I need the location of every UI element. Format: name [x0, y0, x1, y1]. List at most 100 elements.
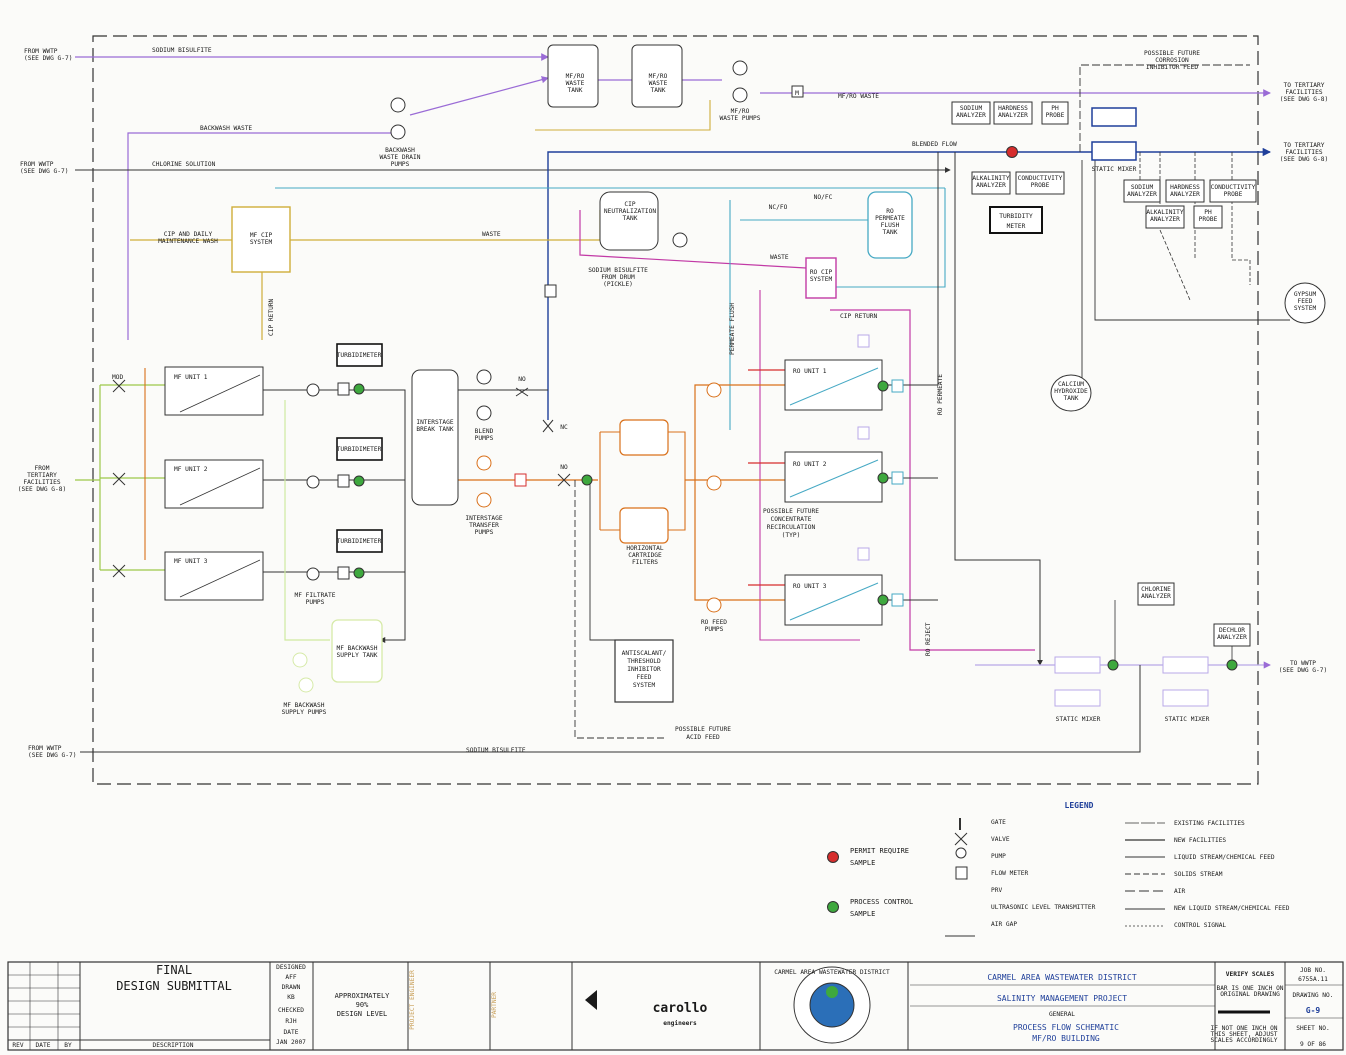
mf-ro-waste-tank-2 — [631, 44, 683, 108]
equipment-cip_neutralization_tank-line: TANK — [623, 215, 638, 222]
turbidimeter-label-2: TURBIDIMETER — [337, 446, 382, 453]
equipment-cip_daily_wash-line: MAINTENANCE WASH — [158, 238, 218, 245]
external-from_tertiary-line: (SEE DWG G-8) — [18, 486, 66, 493]
equipment-mf_unit_1: MF UNIT 1 — [174, 374, 208, 381]
equipment-gypsum_feed-line: GYPSUM — [1294, 291, 1317, 298]
legend-title: LEGEND — [1065, 801, 1094, 810]
external-to_tertiary_2-line: TO TERTIARY — [1284, 142, 1325, 149]
hardness-analyzer-2-line: HARDNESS — [1170, 184, 1200, 191]
dechlor-analyzer-box — [1213, 623, 1251, 647]
ro-cip-system-box — [805, 257, 837, 299]
legend-process_sample-line: SAMPLE — [850, 910, 875, 918]
equipment-static_mixer_2: STATIC MIXER — [1165, 716, 1210, 723]
external-from_wwtp_3-line: FROM WWTP — [28, 745, 62, 752]
blended-flow-line — [547, 147, 1272, 420]
backwash-pump-icon — [298, 677, 314, 693]
equipment-backwash_waste_drain_pumps-line: BACKWASH — [385, 147, 415, 154]
sodium-analyzer-2-line: SODIUM — [1131, 184, 1154, 191]
title_block-checked_label: CHECKED — [278, 1007, 304, 1014]
title_block-scale_note2-line: THIS SHEET, ADJUST — [1210, 1031, 1277, 1038]
equipment-interstage_transfer_pumps-line: PUMPS — [475, 529, 494, 536]
sodium-analyzer-2-line: ANALYZER — [1127, 191, 1157, 198]
backwash-pump-icon — [292, 652, 308, 668]
title_block-checked_val: RJH — [285, 1018, 296, 1025]
equipment-valve_nc: NC — [560, 424, 568, 431]
title_block-job_no_label: JOB NO. — [1300, 967, 1326, 974]
equipment-ro_permeate_flush_tank-line: TANK — [883, 229, 898, 236]
flow-meter-label: M — [795, 90, 799, 97]
equipment-valve_no_fc: NO/FC — [814, 194, 833, 201]
streams-waste_ro: WASTE — [770, 254, 789, 261]
streams-possible_future_acid-line: ACID FEED — [686, 734, 720, 741]
equipment-interstage_break_tank-line: BREAK TANK — [416, 426, 454, 433]
streams-possible_future_acid-line: POSSIBLE FUTURE — [675, 726, 731, 733]
streams-backwash_waste: BACKWASH WASTE — [200, 125, 252, 132]
title_block-scale_note2-line: SCALES ACCORDINGLY — [1210, 1037, 1277, 1044]
valve-no-label-2: NO — [560, 464, 568, 471]
ro-unit-3-box — [784, 574, 883, 626]
equipment-gypsum_feed-line: FEED — [1298, 298, 1313, 305]
streams-possible_future_concentrate-line: CONCENTRATE — [771, 516, 812, 523]
legend-symbol-label: VALVE — [991, 836, 1010, 843]
title_block-design_level-line: DESIGN LEVEL — [337, 1010, 388, 1018]
legend — [827, 818, 1165, 937]
conductivity-probe-box — [1015, 171, 1065, 195]
title_block-sheet_title-line: PROCESS FLOW SCHEMATIC — [1013, 1023, 1119, 1032]
ro-permeate-flush-tank — [867, 191, 913, 259]
streams-possible_future_corrosion-line: CORROSION — [1155, 57, 1189, 64]
legend-symbol-label: AIR GAP — [991, 921, 1017, 928]
ph-probe-box-2 — [1193, 205, 1223, 229]
external-from_wwtp_3-line: (SEE DWG G-7) — [28, 752, 76, 759]
mf-filtrate-branches — [263, 479, 405, 573]
streams-sodium_bisulfite_top: SODIUM BISULFITE — [152, 47, 212, 54]
equipment-hardness_analyzer-line: ANALYZER — [998, 112, 1028, 119]
hardness-analyzer-2-line: ANALYZER — [1170, 191, 1200, 198]
flow-meter-icon — [514, 473, 527, 487]
equipment-mf_unit_2: MF UNIT 2 — [174, 466, 208, 473]
legend-permit_sample-line: SAMPLE — [850, 859, 875, 867]
backwash-waste-line — [127, 132, 392, 340]
equipment-cip_neutralization_tank-line: CIP — [624, 201, 635, 208]
legend-line-label: LIQUID STREAM/CHEMICAL FEED — [1174, 854, 1275, 861]
streams-ro_permeate: RO PERMEATE — [937, 374, 944, 415]
mf-filtrate-line — [263, 389, 406, 643]
equipment-static_mixer_1: STATIC MIXER — [1056, 716, 1101, 723]
mf-cip-waste-line — [290, 210, 601, 241]
backwash-supply-line — [284, 400, 330, 641]
title_block-submittal-line: FINAL — [156, 963, 192, 977]
legend-line-label: SOLIDS STREAM — [1174, 871, 1223, 878]
equipment-chlorine_analyzer-line: ANALYZER — [1141, 593, 1171, 600]
turbidimeter-box-3 — [336, 529, 383, 553]
streams-sodium_bisulfite_bottom: SODIUM BISULFITE — [466, 747, 526, 754]
title_block-drawn_label: DRAWN — [282, 984, 301, 991]
equipment-ro_feed_pumps-line: RO FEED — [701, 619, 727, 626]
waste-pump-icon — [732, 60, 748, 76]
equipment-conductivity_probe-line: PROBE — [1031, 182, 1050, 189]
title_block-designed_val: AFF — [285, 974, 296, 981]
equipment-antiscalant_system-line: INHIBITOR — [627, 666, 661, 673]
streams-chlorine_solution: CHLORINE SOLUTION — [152, 161, 216, 168]
rev-header: DATE — [36, 1042, 51, 1049]
title_block-drawing_no_label: DRAWING NO. — [1293, 992, 1334, 999]
legend-symbol-label: ULTRASONIC LEVEL TRANSMITTER — [991, 904, 1096, 911]
legend-line-label: NEW FACILITIES — [1174, 837, 1226, 844]
external-from_wwtp_2-line: FROM WWTP — [20, 161, 54, 168]
ro-cip-waste-line — [579, 210, 807, 269]
equipment-calcium_hydroxide-line: TANK — [1064, 395, 1079, 402]
equipment-ro_unit_1: RO UNIT 1 — [793, 368, 827, 375]
mf-unit-2-box — [164, 459, 264, 509]
mf-cip-system-box — [231, 206, 291, 273]
equipment-antiscalant_system-line: ANTISCALANT/ — [622, 650, 667, 657]
title_block-partner: PARTNER — [491, 992, 498, 1018]
streams-possible_future_corrosion-line: POSSIBLE FUTURE — [1144, 50, 1200, 57]
streams-permeate_flush: PERMEATE FLUSH — [729, 303, 736, 355]
equipment-sodium_bisulfite_drum-line: (PICKLE) — [603, 281, 633, 288]
equipment-mf_backwash_supply_pumps-line: MF BACKWASH — [284, 702, 325, 709]
turbidimeter-box-2 — [336, 437, 383, 461]
equipment-mf_cip_system-line: SYSTEM — [250, 239, 273, 246]
conductivity-probe-2-line: CONDUCTIVITY — [1211, 184, 1256, 191]
equipment-hardness_analyzer-line: HARDNESS — [998, 105, 1028, 112]
district-seal-wave — [809, 982, 855, 1028]
equipment-interstage_transfer_pumps-line: INTERSTAGE — [465, 515, 503, 522]
